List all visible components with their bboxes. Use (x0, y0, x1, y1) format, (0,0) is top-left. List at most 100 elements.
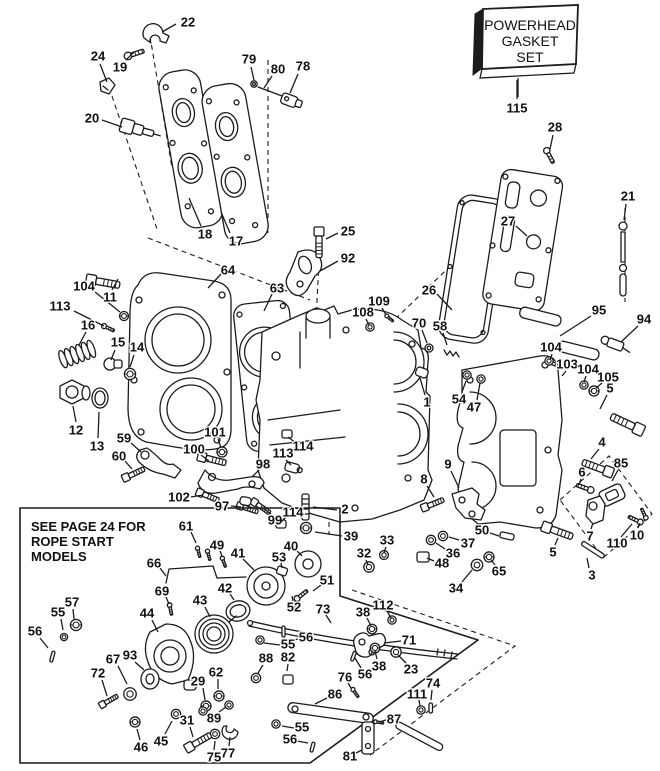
part-seal-39 (299, 521, 313, 535)
callout-27-label: 27 (501, 214, 515, 229)
callout-88-leader (258, 665, 263, 673)
callout-23-leader (398, 655, 406, 663)
callout-89-leader (219, 707, 226, 712)
gasket-set-box-label-line-1: GASKET (502, 33, 559, 49)
callout-32-leader (366, 560, 368, 565)
callout-102-leader (191, 495, 203, 497)
part-head-cover-18 (156, 67, 225, 230)
callout-66-label: 66 (147, 556, 161, 571)
callout-79-leader (251, 67, 254, 80)
callout-51-leader (313, 585, 321, 591)
callout-54-leader (462, 381, 466, 392)
part-link-21 (619, 222, 627, 296)
callout-104-leader (584, 376, 586, 382)
callout-50-label: 50 (475, 523, 489, 538)
part-washer-55 (59, 632, 69, 642)
callout-81-label: 81 (343, 749, 357, 764)
part-seal-strip-2 (302, 494, 309, 520)
part-clip-24 (100, 78, 115, 94)
callout-62-label: 62 (209, 665, 223, 680)
callout-21-label: 21 (621, 189, 635, 204)
callout-80-leader (264, 76, 272, 88)
part-bolt-60 (120, 464, 147, 483)
part-nut-104 (118, 310, 129, 322)
callout-38-label: 38 (372, 659, 386, 674)
callout-56-label: 56 (28, 624, 42, 639)
callout-104-leader (95, 292, 120, 312)
callout-13-leader (98, 412, 99, 438)
callout-112-label: 112 (373, 598, 394, 613)
callout-38-leader (375, 651, 377, 659)
callout-85-leader (612, 470, 618, 481)
callout-73-label: 73 (316, 602, 330, 617)
callout-110-leader (621, 524, 632, 537)
callout-104-label: 104 (73, 279, 95, 294)
callout-49-leader (220, 551, 222, 556)
part-washer-88 (250, 672, 262, 684)
callout-111-label: 111 (407, 687, 427, 702)
part-clip-114b (276, 520, 286, 528)
part-screw-110 (626, 513, 645, 527)
part-plug-70 (425, 344, 433, 352)
part-screw-61 (194, 545, 203, 559)
part-washer-108 (365, 322, 375, 332)
part-lever-59 (137, 448, 181, 478)
part-bolt-72 (97, 692, 120, 710)
callout-3-label: 3 (588, 568, 595, 583)
callout-82-label: 82 (281, 650, 295, 665)
callout-42-leader (230, 594, 234, 600)
part-washer-111 (416, 705, 426, 715)
rope-start-note-line-2: MODELS (31, 549, 87, 564)
callout-43-leader (205, 607, 210, 617)
callout-67-label: 67 (106, 652, 120, 667)
callout-55-leader (282, 726, 294, 728)
part-link-86 (287, 702, 374, 724)
gasket-set-box-label-line-2: SET (516, 49, 544, 65)
callout-71-label: 71 (402, 633, 416, 648)
callout-51-label: 51 (320, 573, 334, 588)
part-fitting-94 (600, 335, 632, 354)
gasket-set-box-label-line-0: POWERHEAD (484, 17, 576, 33)
part-plug-15 (104, 358, 122, 370)
callout-5-leader (555, 538, 558, 545)
callout-37-leader (449, 537, 459, 540)
callout-85-label: 85 (614, 456, 628, 471)
callout-28-leader (550, 135, 553, 149)
part-cylinder-block-2 (256, 306, 432, 522)
callout-10-leader (638, 523, 640, 528)
callout-1-label: 1 (423, 395, 430, 410)
callout-86-leader (315, 698, 327, 704)
callout-93-leader (135, 662, 144, 670)
callout-105-label: 105 (597, 370, 619, 385)
part-washer-89b (224, 700, 234, 710)
callout-60-label: 60 (112, 449, 126, 464)
callout-12-leader (73, 406, 76, 422)
part-pin-56d (310, 742, 315, 752)
callout-105-leader (596, 383, 602, 388)
callout-54-label: 54 (452, 392, 467, 407)
part-seal-ring-13 (92, 388, 108, 408)
callout-56-label: 56 (299, 630, 313, 645)
callout-75-label: 75 (207, 750, 221, 765)
part-sensor-79-80-78 (251, 81, 304, 110)
callout-14-leader (130, 355, 134, 367)
callout-114-label: 114 (293, 439, 315, 454)
part-head-cover-17 (200, 81, 271, 246)
rope-start-callout-box (20, 508, 478, 763)
callout-64-label: 64 (221, 263, 236, 278)
callout-6-label: 6 (578, 465, 585, 480)
part-plug-1 (415, 366, 429, 379)
part-clip-82 (283, 675, 293, 684)
part-screw-6 (575, 481, 596, 495)
callout-70-leader (422, 330, 427, 343)
callout-26-label: 26 (422, 283, 436, 298)
part-thermostat-12 (60, 380, 90, 404)
callout-57-leader (73, 609, 74, 619)
callout-8-leader (427, 486, 434, 497)
callout-15-label: 15 (111, 335, 125, 350)
part-washer-55a (255, 635, 265, 645)
callout-113-label: 113 (50, 299, 71, 314)
callout-75-leader (214, 741, 215, 750)
part-spring-16 (57, 339, 97, 368)
callout-104-label: 104 (540, 340, 562, 355)
